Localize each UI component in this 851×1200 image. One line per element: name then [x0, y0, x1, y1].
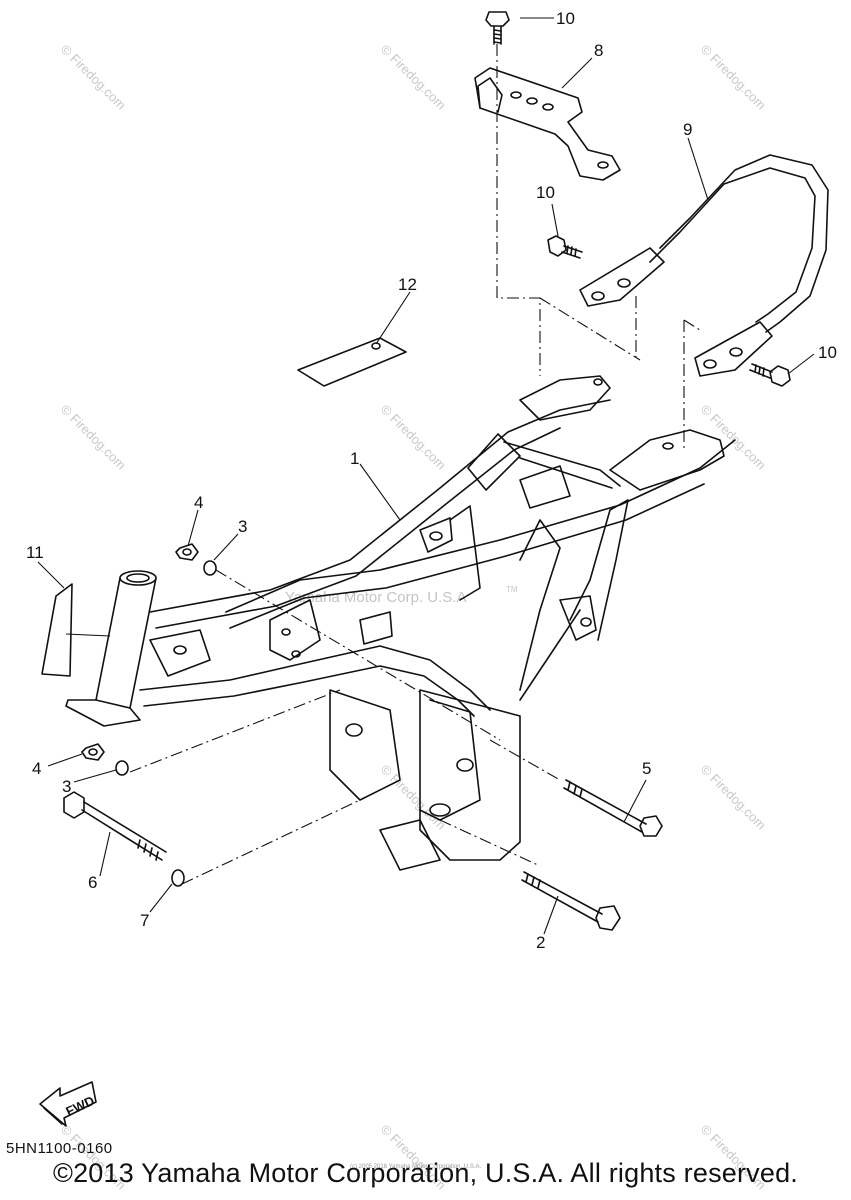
label-sticker-12 — [297, 337, 407, 387]
watermark: © Firedog.com — [58, 402, 129, 473]
callout-10: 10 — [556, 9, 575, 28]
fwd-arrow-icon — [39, 1081, 97, 1127]
leader-line — [73, 769, 117, 783]
assembly-line — [683, 319, 701, 331]
assembly-line — [539, 297, 641, 361]
bolt-10-right — [749, 363, 791, 387]
leader-line — [187, 509, 199, 547]
grab-bar-9 — [579, 154, 829, 377]
callout-3: 3 — [62, 777, 71, 796]
leader-line — [213, 533, 239, 561]
leader-line — [359, 463, 401, 521]
watermark-layer: © Firedog.com © Firedog.com © Firedog.co… — [58, 42, 769, 1193]
nut-4-upper — [175, 543, 199, 561]
washer-3-lower — [115, 760, 129, 776]
assembly-line — [181, 799, 361, 885]
fwd-label: FWD — [63, 1093, 96, 1119]
callout-6: 6 — [88, 873, 97, 892]
bolt-10-top — [485, 11, 510, 45]
frame-1 — [65, 375, 736, 871]
watermark: © Firedog.com — [698, 42, 769, 113]
leader-line — [787, 353, 815, 375]
copyright-notice: ©2013 Yamaha Motor Corporation, U.S.A. A… — [52, 1158, 799, 1188]
bolt-6 — [63, 791, 167, 861]
bolt-2 — [521, 871, 621, 931]
callout-10: 10 — [818, 343, 837, 362]
leader-line — [375, 291, 411, 345]
reference-code: 5HN1100-0160 — [6, 1140, 113, 1157]
callout-3: 3 — [238, 517, 247, 536]
watermark-center: Yamaha Motor Corp. U.S.A — [285, 589, 466, 606]
tag-11 — [41, 583, 73, 677]
callout-10: 10 — [536, 183, 555, 202]
leader-line — [687, 137, 709, 201]
assembly-line — [439, 819, 541, 867]
leader-line — [149, 883, 173, 913]
watermark: © Firedog.com — [378, 42, 449, 113]
watermark-tm: TM — [506, 585, 518, 594]
assembly-line — [215, 569, 501, 741]
leader-line — [543, 895, 559, 935]
leader-line — [37, 561, 65, 589]
callout-9: 9 — [683, 120, 692, 139]
washer-3-upper — [203, 560, 217, 576]
callout-11: 11 — [26, 543, 44, 562]
assembly-line — [129, 689, 341, 773]
leader-line — [551, 203, 559, 237]
callout-7: 7 — [140, 911, 149, 930]
callout-8: 8 — [594, 41, 603, 60]
leader-line — [65, 633, 111, 637]
bolt-10-middle — [547, 235, 583, 259]
callout-2: 2 — [536, 933, 545, 952]
watermark: © Firedog.com — [378, 402, 449, 473]
leader-line — [99, 831, 111, 877]
leader-line — [47, 753, 83, 767]
callout-1: 1 — [350, 449, 359, 468]
washer-7 — [171, 869, 185, 887]
leader-line — [623, 779, 647, 823]
nut-4-lower — [81, 743, 105, 761]
assembly-line — [489, 739, 561, 781]
leader-line — [561, 57, 593, 89]
watermark: © Firedog.com — [58, 42, 129, 113]
bracket-8 — [474, 67, 621, 181]
callouts: 10 8 9 10 10 12 1 4 3 11 4 3 5 6 7 2 — [26, 9, 837, 952]
bolt-5 — [563, 779, 663, 837]
assembly-line — [496, 44, 541, 376]
small-copyright: (c) 2005 2016 Yamaha Motor Corporation, … — [350, 1164, 482, 1170]
watermark: © Firedog.com — [698, 762, 769, 833]
callout-4: 4 — [194, 493, 203, 512]
callout-12: 12 — [398, 275, 417, 294]
callout-4: 4 — [32, 759, 41, 778]
callout-5: 5 — [642, 759, 651, 778]
